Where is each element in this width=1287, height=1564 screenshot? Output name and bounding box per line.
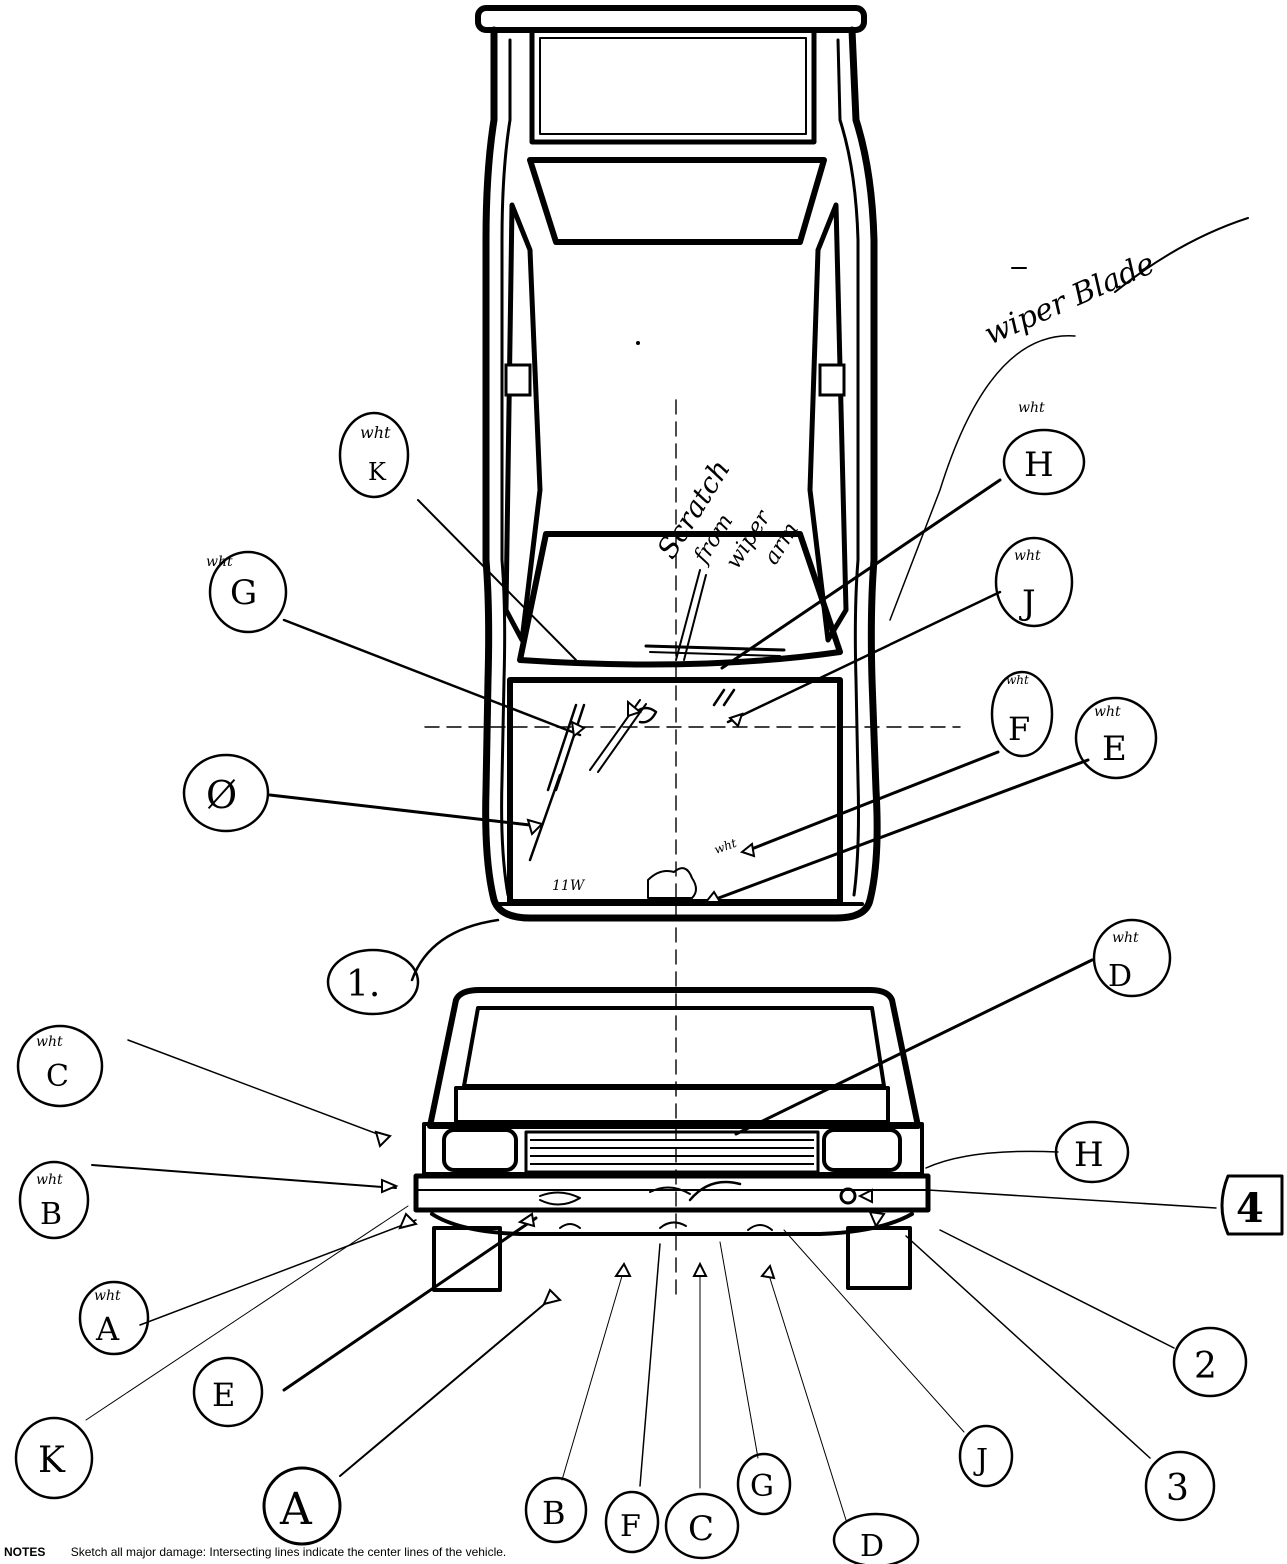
svg-text:wht: wht: [360, 423, 391, 442]
scratch-from-wiper-arm-note: Scratch from wiper arm: [650, 454, 804, 574]
svg-text:K: K: [38, 1440, 66, 1481]
svg-text:4: 4: [1236, 1185, 1264, 1232]
callouts-top-view: wht K wht G wht H wht J wht F wht E: [182, 400, 1158, 1016]
svg-text:B: B: [40, 1197, 62, 1232]
callout-b-front: B: [524, 1476, 588, 1544]
callout-f-top: wht F: [990, 670, 1054, 758]
callout-g-top: wht G: [206, 550, 288, 634]
svg-text:A: A: [279, 1484, 313, 1535]
svg-text:C: C: [688, 1509, 714, 1549]
svg-text:1.: 1.: [346, 964, 380, 1005]
callout-h-front: H: [1054, 1120, 1130, 1184]
svg-text:G: G: [230, 573, 257, 613]
svg-text:wht: wht: [36, 1034, 63, 1050]
callout-a-front-upper: wht A: [78, 1280, 150, 1356]
callout-c-front: C: [664, 1492, 740, 1560]
callout-e-front: E: [192, 1356, 264, 1428]
callout-d-front-upper: wht D: [1092, 918, 1172, 998]
callout-2-front: 2: [1172, 1326, 1248, 1398]
car-top-view: [475, 5, 881, 922]
svg-text:wht: wht: [1094, 704, 1121, 720]
svg-text:2: 2: [1194, 1346, 1217, 1387]
footer-notes: NOTES Sketch all major damage: Intersect…: [4, 1545, 1284, 1563]
handwritten-notes: wiper Blade Scratch from wiper arm 11W w…: [552, 217, 1249, 894]
hood-mark-wht: wht: [712, 836, 738, 857]
svg-text:J: J: [1019, 583, 1036, 623]
callout-f-front: F: [604, 1490, 660, 1554]
callout-a-front: A: [262, 1466, 342, 1546]
svg-text:H: H: [1074, 1135, 1104, 1175]
svg-text:Ø: Ø: [206, 773, 237, 817]
svg-text:wiper: wiper: [721, 505, 777, 573]
svg-text:F: F: [620, 1509, 641, 1544]
svg-text:wht: wht: [1014, 548, 1041, 564]
svg-text:H: H: [1024, 445, 1054, 485]
callout-d-front: D: [832, 1512, 920, 1564]
svg-text:wht: wht: [1018, 400, 1045, 416]
callout-1-top: 1.: [326, 948, 420, 1016]
car-front-view: [413, 987, 931, 1292]
arrowheads: [374, 699, 886, 1306]
callout-4-front: 4: [1220, 1174, 1284, 1236]
notes-text: Sketch all major damage: Intersecting li…: [70, 1545, 507, 1559]
svg-text:wht: wht: [1112, 930, 1139, 946]
svg-text:D: D: [1108, 959, 1132, 994]
callouts-front-view: wht D wht C wht B wht A H 4 2: [14, 918, 1284, 1564]
callout-k-front: K: [14, 1416, 94, 1500]
svg-text:J: J: [973, 1443, 988, 1478]
svg-text:D: D: [860, 1529, 884, 1564]
leader-lines: [85, 335, 1217, 1521]
svg-text:wht: wht: [206, 554, 233, 570]
svg-text:wht: wht: [36, 1172, 63, 1188]
hood-mark-11w: 11W: [552, 878, 586, 894]
svg-text:C: C: [46, 1059, 69, 1094]
callout-k-top: wht K: [338, 411, 410, 499]
callout-3-front: 3: [1144, 1450, 1216, 1522]
callout-j-front: J: [958, 1424, 1014, 1488]
callout-c-front-upper: wht C: [16, 1024, 104, 1108]
svg-text:wht: wht: [94, 1288, 121, 1304]
svg-text:B: B: [542, 1494, 566, 1532]
callout-zero-top: Ø: [182, 753, 270, 833]
callout-h-top: wht H: [1002, 400, 1086, 496]
callout-b-front-upper: wht B: [18, 1160, 90, 1240]
svg-text:A: A: [95, 1310, 120, 1348]
svg-text:F: F: [1008, 710, 1030, 748]
svg-text:3: 3: [1166, 1468, 1189, 1509]
svg-text:E: E: [1102, 729, 1127, 769]
callout-e-top: wht E: [1074, 696, 1158, 780]
svg-text:G: G: [750, 1469, 774, 1504]
notes-label: NOTES: [4, 1545, 46, 1559]
svg-text:wht: wht: [1006, 673, 1029, 687]
callout-j-top: wht J: [994, 536, 1074, 628]
svg-text:K: K: [368, 458, 387, 486]
callout-g-front: G: [736, 1452, 792, 1516]
svg-text:E: E: [212, 1376, 235, 1414]
